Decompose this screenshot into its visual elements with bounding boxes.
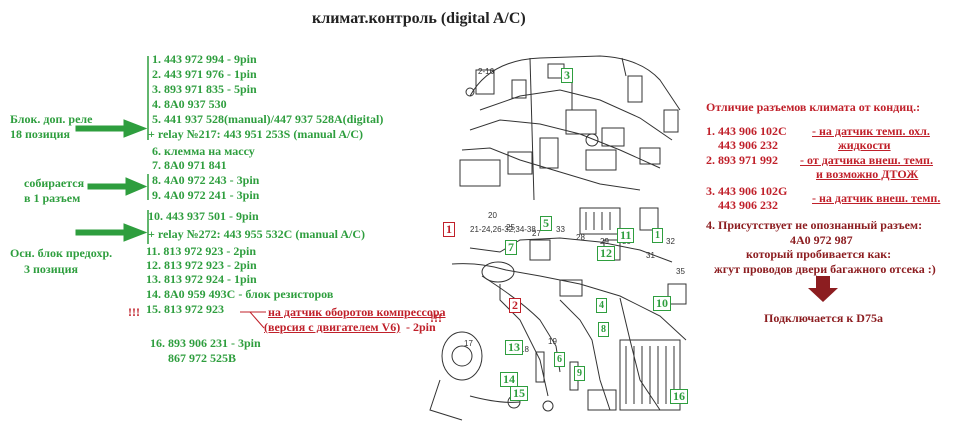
item16-line2: 867 972 525B xyxy=(168,351,237,365)
radiator xyxy=(619,339,681,411)
parts-list-item: 10. 443 937 501 - 9pin xyxy=(148,209,259,223)
callout-16: 16 xyxy=(670,389,688,404)
parts-list-item: 15. 813 972 923 xyxy=(146,302,224,316)
callout-11: 11 xyxy=(617,228,635,243)
relay-block-label-2: 18 позиция xyxy=(10,127,70,141)
parts-list-item: 5. 441 937 528(manual)/447 937 528A(digi… xyxy=(152,112,384,126)
right-item1-a: 1. 443 906 102C xyxy=(706,124,787,138)
right-item2-a: 2. 893 971 992 xyxy=(706,153,778,167)
callout-10: 10 xyxy=(653,296,671,311)
callout-14: 14 xyxy=(500,372,518,387)
callout-small-4: 4 xyxy=(596,298,607,313)
right-item1-desc: - на датчик темп. охл. xyxy=(812,124,930,138)
parts-list-item: 7. 8A0 971 841 xyxy=(152,158,227,172)
callout-small-1: 1 xyxy=(652,228,663,243)
diagram-number: 20 xyxy=(488,211,497,220)
item15-marks-right: !!! xyxy=(430,311,442,325)
parts-list-item: 11. 813 972 923 - 2pin xyxy=(146,244,257,258)
diagram-number: 17 xyxy=(464,339,473,348)
right-item3-a: 3. 443 906 102G xyxy=(706,184,788,198)
right-item2-desc2: и возможно ДТОЖ xyxy=(816,167,919,181)
relay-block-label-1: Блок. доп. реле xyxy=(10,112,93,126)
item15-pins: - 2pin xyxy=(406,320,436,334)
diagram-number: 2-16 xyxy=(478,67,495,76)
right-item4-line4: жгут проводов двери багажного отсека :) xyxy=(714,262,936,276)
diagram-number: 33 xyxy=(556,225,565,234)
parts-list-item: 9. 4A0 972 241 - 3pin xyxy=(152,188,260,202)
callout-13: 13 xyxy=(505,340,523,355)
callout-small-8: 8 xyxy=(598,322,609,337)
connects-to-label: Подключается к D75a xyxy=(764,311,883,325)
right-item4-line1: 4. Присутствует не опознанный разъем: xyxy=(706,218,923,232)
parts-list-item: + relay №217: 443 951 253S (manual A/C) xyxy=(148,127,364,141)
parts-list-item: 12. 813 972 923 - 2pin xyxy=(146,258,257,272)
diagram-number: 28 xyxy=(576,233,585,242)
arrow-relay-block-icon xyxy=(123,119,148,138)
diagram-number: 18 xyxy=(520,345,529,354)
harness-top xyxy=(469,55,681,111)
parts-list-item: 6. клемма на массу xyxy=(152,144,255,158)
callout-5: 5 xyxy=(540,216,552,231)
fuse-block-label-1: Осн. блок предохр. xyxy=(10,246,113,260)
harness-lower xyxy=(451,263,687,341)
down-arrow-shaft xyxy=(816,276,830,288)
item15-sensor: на датчик оборотов компрессора xyxy=(268,305,446,319)
right-item4-line2: 4A0 972 987 xyxy=(790,233,853,247)
arrow-assembled-icon xyxy=(125,177,148,196)
down-arrow-icon xyxy=(808,288,838,302)
callout-red-1: 1 xyxy=(443,222,455,237)
assembled-label-1: собирается xyxy=(24,176,85,190)
diagram-number: 35 xyxy=(676,267,685,276)
parts-list-item: + relay №272: 443 955 532C (manual A/C) xyxy=(148,227,366,241)
item15-variant: (версия с двигателем V6) xyxy=(264,320,401,334)
parts-list-item: 1. 443 972 994 - 9pin xyxy=(152,52,257,66)
parts-list-item: 2. 443 971 976 - 1pin xyxy=(152,67,257,81)
right-item2-desc: - от датчика внеш. темп. xyxy=(800,153,933,167)
parts-list-item: 13. 813 972 924 - 1pin xyxy=(146,272,257,286)
grommet xyxy=(481,261,515,283)
callout-small-6: 6 xyxy=(554,352,565,367)
fuse-block-label-2: 3 позиция xyxy=(24,262,78,276)
parts-list-item: 4. 8A0 937 530 xyxy=(152,97,227,111)
right-item4-line3: который пробивается как: xyxy=(746,247,892,261)
right-heading: Отличие разъемов климата от кондиц.: xyxy=(706,100,921,114)
diagram-number: 29 xyxy=(600,237,609,246)
callout-red-2: 2 xyxy=(509,298,521,313)
callout-3: 3 xyxy=(561,68,573,83)
relay-carrier xyxy=(579,207,621,235)
parts-list-item: 3. 893 971 835 - 5pin xyxy=(152,82,257,96)
compressor xyxy=(441,331,483,381)
assembled-label-2: в 1 разъем xyxy=(24,191,81,205)
item15-marks-left: !!! xyxy=(128,305,140,319)
diagram-number: 31 xyxy=(646,251,655,260)
callout-small-9: 9 xyxy=(574,366,585,381)
right-item1-desc2: жидкости xyxy=(838,138,891,152)
arrow-fuse-block-icon xyxy=(123,223,148,242)
parts-list-item: 14. 8A0 959 493C - блок резисторов xyxy=(146,287,334,301)
right-item3-desc: - на датчик внеш. темп. xyxy=(812,191,941,205)
diagram-number: 21-24,26-32,34-38 xyxy=(470,225,536,234)
page-title: климат.контроль (digital A/C) xyxy=(312,10,526,27)
diagram-number: 32 xyxy=(666,237,675,246)
parts-list-item: 8. 4A0 972 243 - 3pin xyxy=(152,173,260,187)
callout-15: 15 xyxy=(510,386,528,401)
connector-top-1 xyxy=(475,69,495,95)
diagram-number: 27 xyxy=(532,229,541,238)
right-item3-b: 443 906 232 xyxy=(718,198,778,212)
right-item1-b: 443 906 232 xyxy=(718,138,778,152)
diagram-number: 25 xyxy=(506,223,515,232)
control-unit-box xyxy=(459,159,501,187)
item16-line1: 16. 893 906 231 - 3pin xyxy=(150,336,261,350)
callout-7: 7 xyxy=(505,240,517,255)
callout-12: 12 xyxy=(597,246,615,261)
